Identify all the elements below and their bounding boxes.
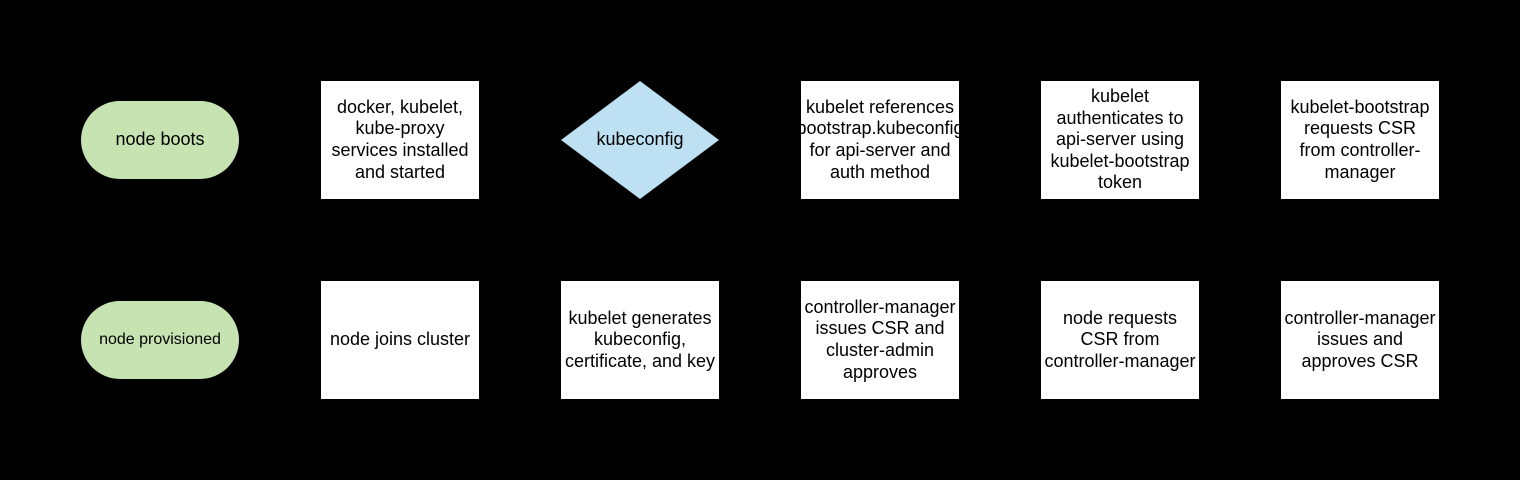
node-label: node provisioned — [99, 331, 221, 349]
process-node-joins-cluster: node joins cluster — [321, 281, 479, 399]
process-services-installed: docker, kubelet, kube-proxy services ins… — [321, 81, 479, 199]
node-label: kubelet-bootstrap requests CSR from cont… — [1290, 96, 1430, 182]
node-label: kubelet generates kubeconfig, certificat… — [564, 307, 716, 371]
node-label: docker, kubelet, kube-proxy services ins… — [331, 96, 469, 182]
decision-kubeconfig: kubeconfig — [561, 81, 719, 199]
process-node-requests-csr: node requests CSR from controller-manage… — [1041, 281, 1199, 399]
node-label: node boots — [115, 129, 205, 150]
terminal-node-provisioned: node provisioned — [81, 301, 239, 379]
node-label: node requests CSR from controller-manage… — [1044, 307, 1196, 371]
node-label: kubeconfig — [596, 129, 684, 150]
node-label: controller-manager issues and approves C… — [1284, 307, 1436, 371]
process-kubelet-bootstrap-requests-csr: kubelet-bootstrap requests CSR from cont… — [1281, 81, 1439, 199]
process-controller-manager-issues-csr-cluster-admin-approves: controller-manager issues CSR and cluste… — [801, 281, 959, 399]
process-kubelet-authenticates: kubelet authenticates to api-server usin… — [1041, 81, 1199, 199]
node-label: kubelet references bootstrap.kubeconfig … — [796, 96, 964, 182]
terminal-node-boots: node boots — [81, 101, 239, 179]
process-controller-manager-issues-and-approves-csr: controller-manager issues and approves C… — [1281, 281, 1439, 399]
node-label: controller-manager issues CSR and cluste… — [804, 296, 956, 382]
node-label: kubelet authenticates to api-server usin… — [1050, 86, 1190, 193]
process-kubelet-generates: kubelet generates kubeconfig, certificat… — [561, 281, 719, 399]
node-label: node joins cluster — [329, 329, 471, 350]
process-kubelet-references-bootstrap-kubeconfig: kubelet references bootstrap.kubeconfig … — [796, 81, 964, 199]
